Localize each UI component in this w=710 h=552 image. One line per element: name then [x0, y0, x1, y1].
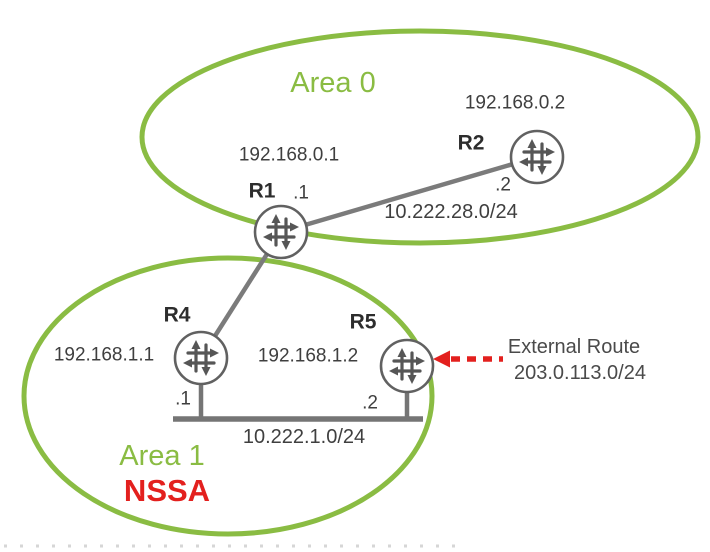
- r1-interface-label: .1: [293, 182, 309, 204]
- router-icon-r4: [173, 330, 229, 386]
- external-route-prefix-label: 203.0.113.0/24: [514, 362, 646, 384]
- r4-name-label: R4: [163, 303, 191, 327]
- external-route-arrow: [433, 350, 503, 368]
- link-r1-r2: [280, 154, 538, 235]
- r5-ip-label: 192.168.1.2: [257, 345, 359, 367]
- r5-name-label: R5: [349, 310, 377, 334]
- area1-nssa-label: NSSA: [123, 472, 211, 508]
- r2-interface-label: .2: [495, 174, 511, 196]
- r1-r2-subnet-label: 10.222.28.0/24: [384, 201, 518, 223]
- router-icon-r2: [509, 129, 565, 185]
- router-icon-r1: [253, 204, 309, 260]
- r4-interface-label: .1: [175, 388, 191, 410]
- area0-label: Area 0: [290, 67, 376, 100]
- area0-boundary-ellipse: [139, 28, 701, 246]
- external-route-label: External Route: [507, 336, 641, 358]
- r1-ip-label: 192.168.0.1: [238, 144, 340, 166]
- lan-subnet-label: 10.222.1.0/24: [242, 426, 366, 448]
- r4-ip-label: 192.168.1.1: [53, 344, 155, 366]
- area1-label: Area 1: [119, 440, 205, 473]
- router-icon-r5: [379, 338, 435, 394]
- area1-boundary-ellipse: [21, 255, 435, 537]
- r2-name-label: R2: [457, 131, 485, 155]
- r1-name-label: R1: [248, 179, 276, 203]
- r5-interface-label: .2: [362, 392, 378, 414]
- r2-ip-label: 192.168.0.2: [464, 92, 566, 114]
